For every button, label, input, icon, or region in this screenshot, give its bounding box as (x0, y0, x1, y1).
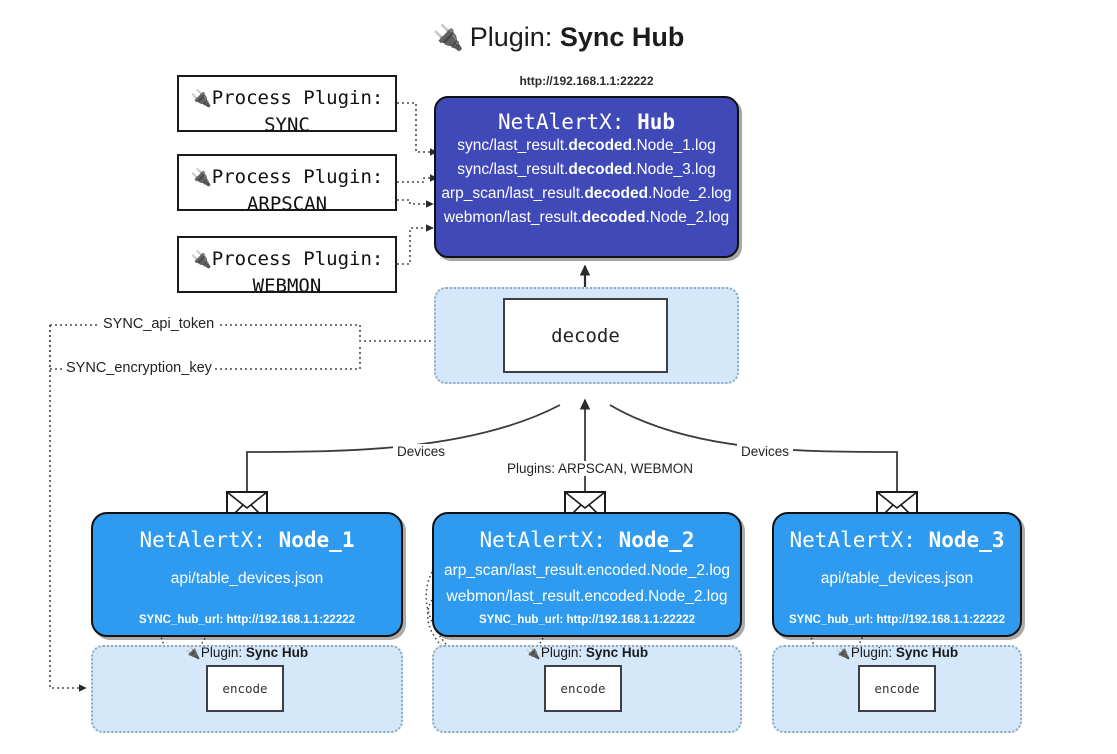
hub-box[interactable]: NetAlertX: Hub sync/last_result.decoded.… (434, 96, 739, 258)
node-box-node-1[interactable]: NetAlertX: Node_1 api/table_devices.json… (91, 512, 403, 637)
node-title-prefix: NetAlertX: (139, 528, 266, 552)
node-box-node-3[interactable]: NetAlertX: Node_3 api/table_devices.json… (772, 512, 1022, 637)
node-title-name: Node_2 (618, 528, 695, 552)
plug-icon: 🔌 (185, 646, 201, 660)
plug-icon: 🔌 (190, 89, 212, 108)
node-resource-line: api/table_devices.json (170, 570, 324, 587)
node-resource-line: arp_scan/last_result.encoded.Node_2.log (443, 562, 731, 579)
encode-plugin-label-node-2: 🔌Plugin: Sync Hub (525, 645, 649, 660)
edge-label-plugins-center: Plugins: ARPSCAN, WEBMON (503, 461, 698, 476)
plug-icon: 🔌 (432, 24, 464, 52)
node-box-node-2[interactable]: NetAlertX: Node_2 arp_scan/last_result.e… (432, 512, 742, 637)
hub-log-line: sync/last_result.decoded.Node_3.log (457, 161, 716, 178)
node-hub-url: SYNC_hub_url: http://192.168.1.1:22222 (478, 614, 696, 626)
process-plugin-name: ARPSCAN (246, 193, 328, 215)
encode-container-node-1 (91, 645, 403, 733)
process-plugin-label: Process Plugin: (211, 248, 384, 270)
node-resource-line: webmon/last_result.encoded.Node_2.log (446, 588, 728, 605)
encode-box-node-2[interactable]: encode (544, 665, 622, 712)
hub-title: NetAlertX: Hub (436, 110, 737, 134)
hub-title-name: Hub (637, 110, 676, 134)
page-title: 🔌Plugin: Sync Hub (0, 18, 1117, 57)
node-title-name: Node_1 (278, 528, 355, 552)
plug-icon: 🔌 (190, 168, 212, 187)
node-title-prefix: NetAlertX: (789, 528, 916, 552)
process-plugin-box-sync[interactable]: 🔌Process Plugin: SYNC (177, 75, 397, 136)
hub-log-line: webmon/last_result.decoded.Node_2.log (443, 209, 730, 226)
config-encryption-key-label: SYNC_encryption_key (63, 360, 215, 376)
config-api-token-label: SYNC_api_token (100, 316, 218, 332)
node-title-prefix: NetAlertX: (479, 528, 606, 552)
process-plugin-label: Process Plugin: (211, 87, 384, 109)
plug-icon: 🔌 (835, 646, 851, 660)
encode-box-node-3[interactable]: encode (858, 665, 936, 712)
process-plugin-name: WEBMON (252, 275, 322, 297)
plug-icon: 🔌 (190, 250, 212, 269)
edge-label-devices-right: Devices (737, 444, 794, 459)
encode-box-node-1[interactable]: encode (206, 665, 284, 712)
decode-box[interactable]: decode (503, 298, 668, 373)
process-plugin-box-arpscan[interactable]: 🔌Process Plugin: ARPSCAN (177, 154, 397, 215)
node-title: NetAlertX: Node_3 (774, 528, 1020, 552)
hub-log-line: arp_scan/last_result.decoded.Node_2.log (441, 185, 732, 202)
hub-title-prefix: NetAlertX: (497, 110, 625, 134)
process-plugin-name: SYNC (264, 114, 310, 136)
encode-plugin-label-node-3: 🔌Plugin: Sync Hub (835, 645, 959, 660)
node-resource-line: api/table_devices.json (820, 570, 974, 587)
node-hub-url: SYNC_hub_url: http://192.168.1.1:22222 (138, 614, 356, 626)
encode-plugin-label-node-1: 🔌Plugin: Sync Hub (185, 645, 309, 660)
node-title: NetAlertX: Node_1 (93, 528, 401, 552)
node-title: NetAlertX: Node_2 (434, 528, 740, 552)
page-title-name: Sync Hub (559, 22, 685, 52)
process-plugin-box-webmon[interactable]: 🔌Process Plugin: WEBMON (177, 236, 397, 297)
page-title-prefix: Plugin: (469, 22, 553, 52)
node-hub-url: SYNC_hub_url: http://192.168.1.1:22222 (788, 614, 1006, 626)
hub-log-line: sync/last_result.decoded.Node_1.log (457, 137, 716, 154)
plug-icon: 🔌 (525, 646, 541, 660)
process-plugin-label: Process Plugin: (211, 166, 384, 188)
node-title-name: Node_3 (928, 528, 1005, 552)
hub-url-label: http://192.168.1.1:22222 (519, 74, 654, 88)
edge-label-devices-left: Devices (393, 444, 450, 459)
